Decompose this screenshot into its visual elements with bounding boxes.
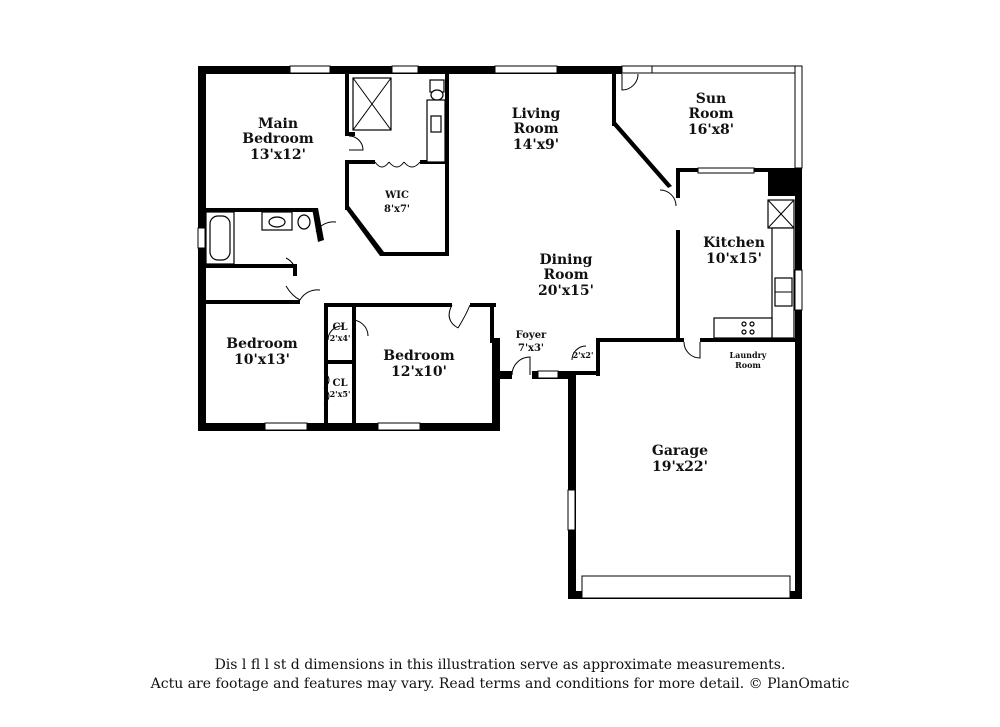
- doors: [285, 73, 701, 405]
- kitchen-fixtures: [713, 199, 795, 339]
- main-bedroom-size: 13'x12': [250, 147, 306, 163]
- window: [264, 422, 308, 431]
- sun-room-glass: [621, 65, 803, 169]
- disclaimer-line-2: Actu are footage and features may vary. …: [150, 676, 850, 692]
- sun-room-label-1: Sun: [696, 91, 726, 107]
- garage-door: [581, 575, 791, 599]
- sun-room-label-2: Room: [688, 106, 733, 122]
- dining-room-label-1: Dining: [540, 252, 593, 268]
- kitchen-label: Kitchen: [703, 235, 765, 251]
- foyer-size: 7'x3': [518, 343, 544, 354]
- bedroom-left-size: 10'x13': [234, 352, 290, 368]
- garage-label: Garage: [652, 443, 708, 459]
- laundry-room-label-2: Room: [735, 360, 761, 370]
- bedroom-middle-size: 12'x10': [391, 364, 447, 380]
- closet-lower-size: 2'x5': [330, 389, 351, 399]
- room-labels: Main Bedroom 13'x12' WIC 8'x7' Living Ro…: [226, 91, 767, 475]
- dining-room-label-2: Room: [543, 267, 588, 283]
- main-bedroom-label-1: Main: [258, 116, 298, 132]
- garage-size: 19'x22': [652, 459, 708, 475]
- living-room-label-1: Living: [512, 106, 561, 122]
- living-room-size: 14'x9': [513, 137, 559, 153]
- bath-fixtures: [205, 77, 446, 265]
- window: [537, 370, 559, 379]
- sun-room-size: 16'x8': [688, 122, 734, 138]
- living-room-label-2: Room: [513, 121, 558, 137]
- counter-bottom: [713, 317, 773, 339]
- window: [377, 422, 421, 431]
- kitchen-size: 10'x15': [706, 251, 762, 267]
- dining-room-size: 20'x15': [538, 283, 594, 299]
- closet-upper-size: 2'x4': [330, 333, 351, 343]
- small-closet-size: 2'x2': [573, 350, 594, 360]
- laundry-room-label-1: Laundry: [730, 350, 767, 360]
- wic-label: WIC: [384, 190, 409, 201]
- window: [567, 489, 576, 531]
- window: [697, 167, 755, 174]
- bedroom-middle-label: Bedroom: [383, 348, 455, 364]
- window: [494, 65, 558, 74]
- window: [794, 269, 803, 311]
- foyer-label: Foyer: [516, 330, 547, 341]
- main-bedroom-label-2: Bedroom: [242, 131, 314, 147]
- closet-upper-label: CL: [333, 322, 348, 333]
- disclaimer-line-1: Dis l fl l st d dimensions in this illus…: [214, 657, 786, 673]
- windows: [197, 65, 803, 531]
- window: [289, 65, 331, 74]
- window: [391, 65, 419, 74]
- window: [197, 227, 206, 249]
- bedroom-left-label: Bedroom: [226, 336, 298, 352]
- closet-lower-label: CL: [333, 378, 348, 389]
- wic-size: 8'x7': [384, 204, 410, 215]
- interior-walls: [206, 66, 802, 427]
